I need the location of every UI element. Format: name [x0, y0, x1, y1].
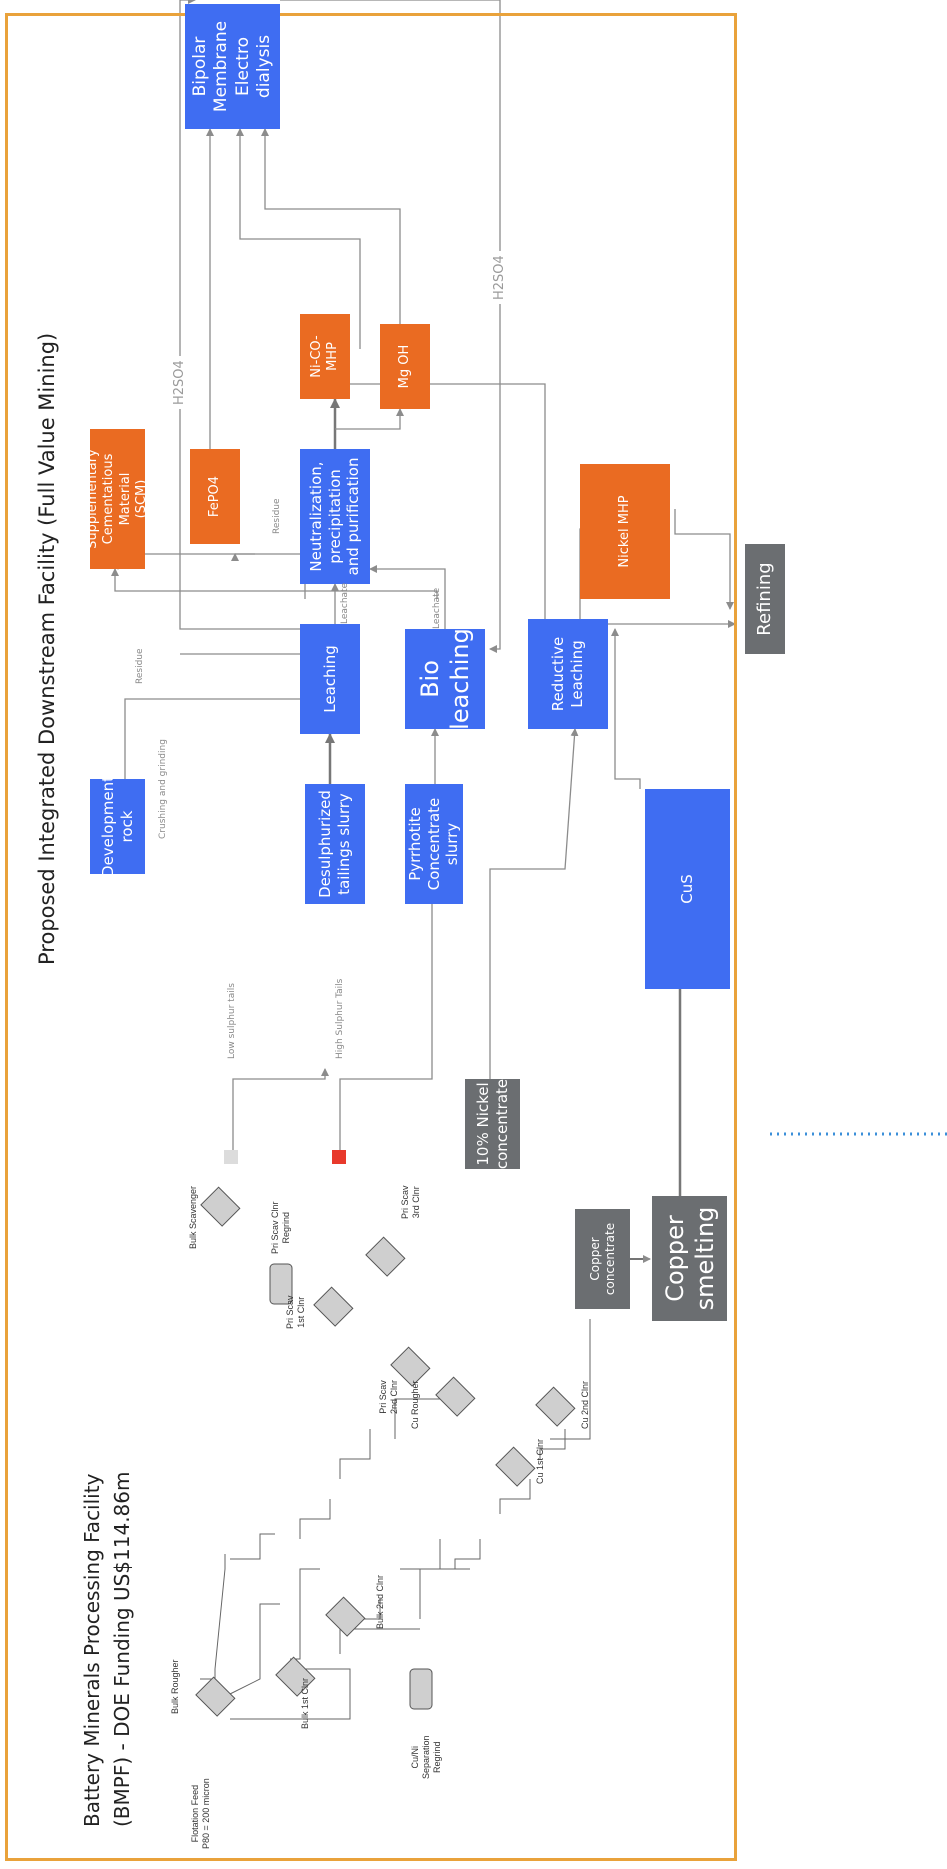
nico-to-bipolar: [236, 128, 361, 349]
flot-cu-2nd: Cu 2nd Clnr: [580, 1380, 590, 1429]
cell-bulk-1st-icon: [275, 1656, 316, 1697]
neut-to-mgoh: [335, 408, 404, 430]
cell-pri-scav-1-icon: [313, 1286, 354, 1327]
cell-bulk-scavenger-icon: [200, 1186, 241, 1227]
high-sulphur-line: [339, 824, 433, 1164]
flot-cu-1st: Cu 1st Clnr: [535, 1438, 545, 1484]
regrind-cuni-icon: [409, 1668, 433, 1710]
flot-cu-rougher: Cu Rougher: [410, 1380, 420, 1429]
h2so4-loop-1: [179, 0, 305, 630]
nicmhp-to-refining: [674, 509, 734, 610]
flot-pri-scav-regrind: Pri Scav Clnr Regrind: [270, 1201, 291, 1254]
regrind-pri-scav-icon: [269, 1263, 293, 1305]
bio-residue: [111, 568, 438, 599]
cell-pri-scav-2-icon: [390, 1346, 431, 1387]
flot-bulk-rougher: Bulk Rougher: [170, 1659, 180, 1714]
cell-cu-rougher-icon: [435, 1376, 476, 1417]
cell-cu-2nd-icon: [535, 1386, 576, 1427]
cus-to-reductive: [611, 628, 641, 789]
nico-to-refining: [335, 383, 736, 628]
cell-cu-1st-icon: [495, 1446, 536, 1487]
flot-pri-scav-3rd: Pri Scav 3rd Clnr: [400, 1185, 421, 1219]
flot-cuni-regrind: Cu/Ni Separation Regrind: [410, 1735, 442, 1779]
flot-feed: Flotation Feed P80 = 200 micron: [190, 1778, 211, 1849]
flot-bulk-2nd: Bulk 2nd Clnr: [375, 1574, 385, 1629]
low-sulphur-line: [232, 1068, 329, 1164]
cell-pri-scav-3-icon: [365, 1236, 406, 1277]
flot-pri-scav-2nd: Pri Scav 2nd Clnr: [378, 1379, 399, 1414]
flot-pri-scav-1st: Pri Scav 1st Clnr: [285, 1295, 306, 1329]
h2so4-loop-2: [280, 0, 501, 653]
flot-bulk-1st: Bulk 1st Clnr: [300, 1677, 310, 1729]
flot-bulk-scavenger: Bulk Scavenger: [188, 1185, 198, 1249]
niconc-to-reductive: [489, 728, 579, 1084]
mgoh-to-bipolar: [261, 128, 401, 349]
cell-bulk-rougher-icon: [195, 1676, 236, 1717]
cell-bulk-2nd-icon: [325, 1596, 366, 1637]
bio-leachate: [369, 565, 446, 629]
